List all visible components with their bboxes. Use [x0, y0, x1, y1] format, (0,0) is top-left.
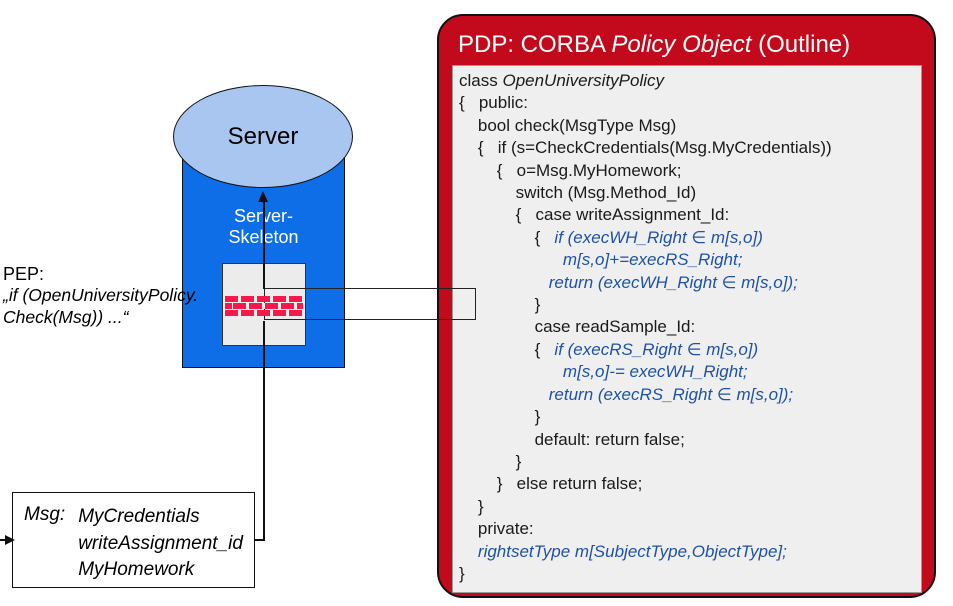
- code-line: default: return false;: [459, 429, 915, 451]
- code-line: case readSample_Id:: [459, 316, 915, 338]
- code-segment: [459, 385, 549, 404]
- code-segment: [459, 362, 563, 381]
- msg-flow-line-lower: [263, 321, 265, 541]
- code-line: class OpenUniversityPolicy: [459, 70, 915, 92]
- server-label: Server: [227, 122, 299, 150]
- msg-box: Msg: MyCredentials writeAssignment_id My…: [12, 492, 255, 588]
- pdp-title: PDP: CORBA Policy Object (Outline): [458, 31, 851, 58]
- code-line: { if (s=CheckCredentials(Msg.MyCredentia…: [459, 137, 915, 159]
- code-segment: { if (s=CheckCredentials(Msg.MyCredentia…: [459, 138, 832, 158]
- msg-item-homework: MyHomework: [78, 559, 195, 580]
- code-line: private:: [459, 518, 915, 540]
- server-ellipse: Server: [173, 85, 353, 188]
- msg-item-method: writeAssignment_id: [78, 532, 243, 554]
- msg-box-items: MyCredentials writeAssignment_id MyHomew…: [78, 504, 243, 587]
- code-line: m[s,o]+=execRS_Right;: [459, 249, 915, 271]
- code-segment: class: [459, 71, 503, 90]
- code-segment: if (execRS_Right ∈ m[s,o]): [554, 339, 759, 359]
- code-segment: private:: [459, 519, 534, 539]
- code-segment: rightsetType m[SubjectType,ObjectType];: [477, 541, 787, 561]
- code-segment: }: [459, 407, 541, 427]
- pep-annotation: PEP: „if (OpenUniversityPolicy. Check(Ms…: [3, 264, 198, 328]
- code-line: { public:: [459, 92, 915, 114]
- code-line: { o=Msg.MyHomework;: [459, 160, 915, 182]
- pep-label: PEP:: [3, 264, 45, 284]
- code-segment: }: [459, 451, 522, 471]
- code-segment: [459, 542, 478, 561]
- code-line: m[s,o]-= execWH_Right;: [459, 361, 915, 383]
- code-segment: { o=Msg.MyHomework;: [459, 160, 682, 180]
- firewall-brick-icon: [225, 296, 303, 318]
- msg-box-label: Msg:: [24, 504, 66, 525]
- code-segment: case readSample_Id:: [459, 317, 696, 337]
- msg-item-credentials: MyCredentials: [78, 506, 200, 527]
- pdp-code-panel: class OpenUniversityPolicy{ public: bool…: [452, 65, 922, 593]
- msg-flow-line-stub: [254, 539, 265, 541]
- code-segment: switch (Msg.Method_Id): [459, 183, 697, 203]
- code-segment: m[s,o]-= execWH_Right;: [562, 362, 748, 382]
- msg-incoming-line: [0, 539, 7, 541]
- code-line: }: [459, 406, 915, 428]
- arrow-up-icon: [258, 191, 268, 202]
- code-line: { case writeAssignment_Id:: [459, 204, 915, 226]
- code-segment: bool check(MsgType Msg): [459, 115, 677, 135]
- code-segment: OpenUniversityPolicy: [502, 71, 665, 90]
- code-segment: m[s,o]+=execRS_Right;: [562, 250, 743, 270]
- code-segment: {: [459, 339, 555, 359]
- policy-code-listing: class OpenUniversityPolicy{ public: bool…: [459, 70, 915, 585]
- code-line: }: [459, 496, 915, 518]
- code-segment: }: [459, 295, 541, 315]
- code-segment: return (execRS_Right ∈ m[s,o]);: [548, 384, 794, 404]
- code-segment: return (execWH_Right ∈ m[s,o]);: [548, 272, 798, 292]
- code-segment: if (execWH_Right ∈ m[s,o]): [554, 227, 763, 247]
- code-segment: {: [459, 227, 555, 247]
- code-line: }: [459, 563, 915, 585]
- code-line: rightsetType m[SubjectType,ObjectType];: [459, 541, 915, 563]
- pdp-panel: PDP: CORBA Policy Object (Outline) class…: [437, 14, 936, 598]
- code-segment: }: [459, 563, 465, 583]
- code-line: return (execWH_Right ∈ m[s,o]);: [459, 272, 915, 294]
- code-segment: { public:: [459, 93, 528, 113]
- code-segment: default: return false;: [459, 429, 685, 449]
- code-line: { if (execWH_Right ∈ m[s,o]): [459, 227, 915, 249]
- code-line: } else return false;: [459, 473, 915, 495]
- pep-code-line-1: „if (OpenUniversityPolicy.: [3, 285, 199, 305]
- msg-flow-line-upper: [263, 200, 265, 289]
- code-line: }: [459, 294, 915, 316]
- code-line: { if (execRS_Right ∈ m[s,o]): [459, 339, 915, 361]
- code-segment: } else return false;: [459, 474, 643, 494]
- code-line: switch (Msg.Method_Id): [459, 182, 915, 204]
- code-segment: { case writeAssignment_Id:: [459, 205, 730, 225]
- code-line: bool check(MsgType Msg): [459, 115, 915, 137]
- arrow-right-icon: [5, 535, 15, 545]
- pep-code-line-2: Check(Msg)) ...“: [3, 306, 129, 327]
- code-line: }: [459, 451, 915, 473]
- code-line: return (execRS_Right ∈ m[s,o]);: [459, 384, 915, 406]
- code-segment: [459, 250, 563, 269]
- code-segment: }: [459, 496, 484, 516]
